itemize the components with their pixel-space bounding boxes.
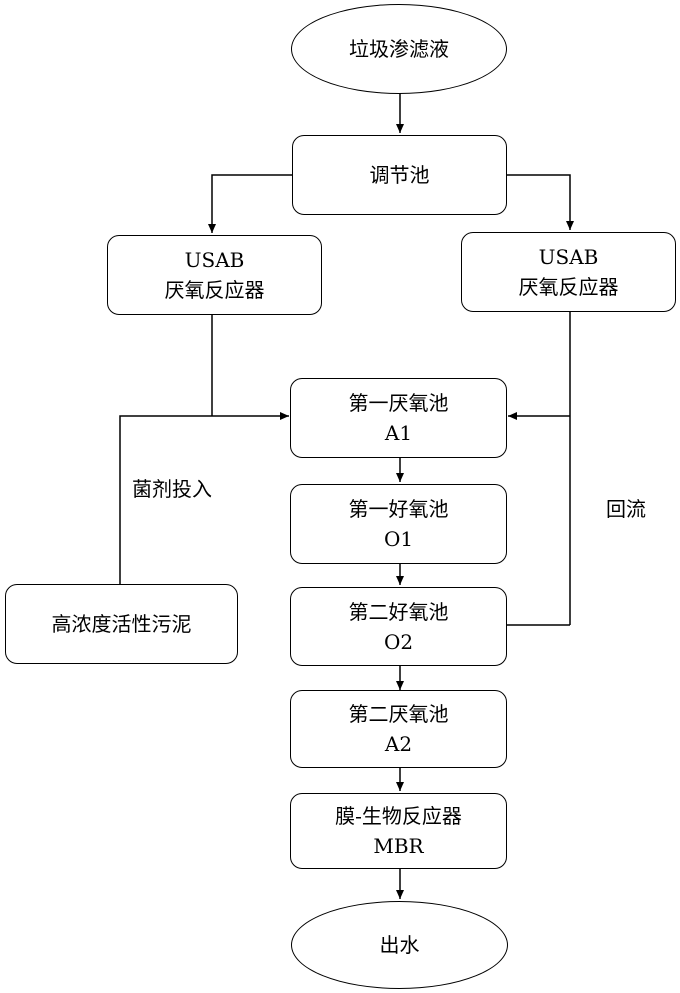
o1-line-2: O1: [383, 527, 414, 551]
node-activated-sludge-label: 高浓度活性污泥: [51, 612, 192, 636]
node-second-anaerobic-tank: 第二厌氧池 A2: [290, 690, 507, 768]
mbr-line-2: MBR: [373, 834, 424, 858]
usab-left-line-2: 厌氧反应器: [164, 278, 265, 302]
node-activated-sludge: 高浓度活性污泥: [5, 584, 238, 664]
node-regulating-tank: 调节池: [292, 135, 507, 215]
label-bacteria-input: 菌剂投入: [132, 477, 212, 501]
node-second-aerobic-tank: 第二好氧池 O2: [290, 587, 507, 666]
mbr-line-1: 膜-生物反应器: [335, 804, 462, 828]
node-usab-right: USAB 厌氧反应器: [461, 232, 676, 312]
usab-right-line-1: USAB: [538, 245, 599, 269]
a1-line-2: A1: [384, 421, 413, 445]
node-source-label: 垃圾渗滤液: [349, 37, 449, 61]
arrow-sludge-to-a1: [119, 412, 289, 584]
o1-line-1: 第一好氧池: [348, 497, 449, 521]
node-effluent: 出水: [291, 901, 508, 989]
arrow-tank-to-usab-right: [507, 174, 574, 230]
usab-right-line-2: 厌氧反应器: [518, 275, 619, 299]
node-source: 垃圾渗滤液: [291, 4, 507, 94]
arrow-tank-to-usab-left: [208, 174, 292, 233]
node-membrane-bioreactor: 膜-生物反应器 MBR: [290, 793, 507, 869]
node-effluent-label: 出水: [379, 933, 420, 957]
node-usab-left: USAB 厌氧反应器: [107, 235, 322, 315]
o2-line-1: 第二好氧池: [348, 599, 449, 624]
a2-line-2: A2: [384, 732, 413, 756]
a2-line-1: 第二厌氧池: [348, 702, 449, 726]
node-first-anaerobic-tank: 第一厌氧池 A1: [290, 378, 507, 458]
usab-left-line-1: USAB: [184, 248, 245, 272]
label-reflux: 回流: [606, 497, 646, 521]
node-regulating-tank-label: 调节池: [369, 163, 430, 187]
a1-line-1: 第一厌氧池: [348, 391, 449, 415]
o2-line-2: O2: [383, 629, 414, 654]
node-first-aerobic-tank: 第一好氧池 O1: [290, 484, 507, 564]
